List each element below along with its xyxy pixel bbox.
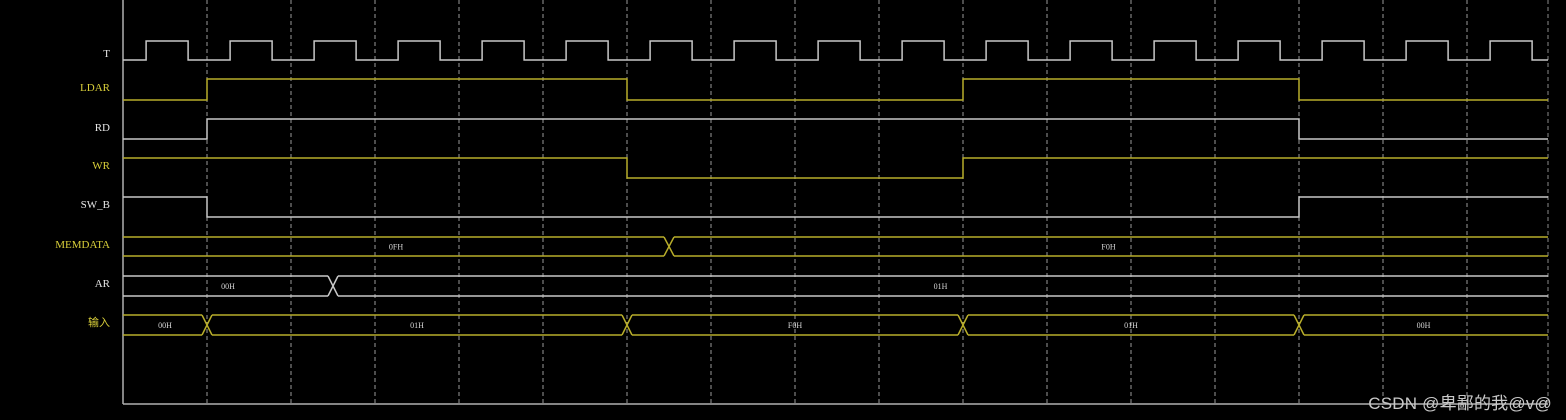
waveform-wr — [123, 157, 1548, 179]
waveform-sw-b — [123, 196, 1548, 218]
bus---value: 00H — [1417, 321, 1431, 330]
bus---transition — [957, 314, 969, 336]
bus-memdata-value: F0H — [1101, 243, 1115, 252]
signal-label-rd: RD — [94, 122, 110, 134]
signal-label-input: 输入 — [88, 317, 110, 329]
bus---value: 01H — [1124, 321, 1138, 330]
signal-label-ar: AR — [94, 278, 110, 290]
bus---transition — [1293, 314, 1305, 336]
bus-ar-value: 00H — [221, 282, 235, 291]
signal-label-sw-b: SW_B — [80, 199, 110, 211]
bus---value: 00H — [158, 321, 172, 330]
waveform-ldar — [123, 78, 1548, 101]
bus-ar-value: 01H — [934, 282, 948, 291]
bus---transition — [621, 314, 633, 336]
bus-memdata-transition — [663, 236, 675, 257]
signal-label-memdata: MEMDATA — [55, 239, 110, 251]
signal-label-ldar: LDAR — [80, 82, 110, 94]
bus-memdata-value: 0FH — [389, 243, 403, 252]
bus---transition — [201, 314, 213, 336]
bus-ar-transition — [327, 275, 339, 297]
bus---value: 01H — [410, 321, 424, 330]
waveform-rd — [123, 118, 1548, 140]
signal-label-t: T — [103, 48, 110, 60]
watermark: CSDN @卑鄙的我@v@ — [1368, 394, 1552, 413]
bus---value: F0H — [788, 321, 802, 330]
signal-label-wr: WR — [92, 160, 110, 172]
waveform-t — [123, 40, 1548, 61]
